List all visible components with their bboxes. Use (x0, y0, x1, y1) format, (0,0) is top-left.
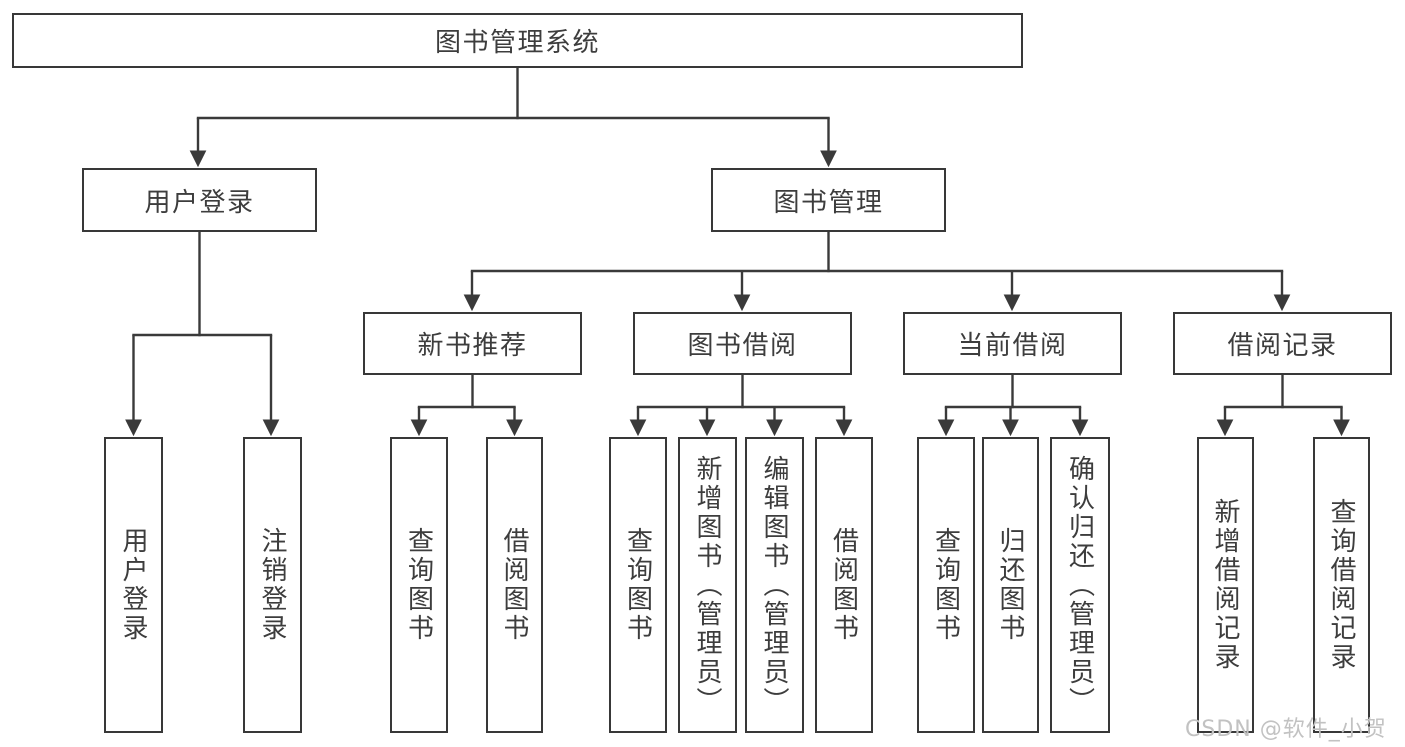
node-new-book-recommend: 新书推荐 (363, 312, 582, 375)
node-borrow-records: 借阅记录 (1173, 312, 1392, 375)
leaf-query-borrow-record: 查询借阅记录 (1313, 437, 1370, 733)
leaf-add-books-admin: 新增图书（管理员） (678, 437, 737, 733)
node-book-borrow: 图书借阅 (633, 312, 852, 375)
leaf-return-books: 归还图书 (982, 437, 1039, 733)
leaf-user-login: 用户登录 (104, 437, 163, 733)
node-book-management: 图书管理 (711, 168, 946, 232)
leaf-logout: 注销登录 (243, 437, 302, 733)
watermark: CSDN @软件_小贺同学 (1185, 717, 1387, 742)
node-root: 图书管理系统 (12, 13, 1023, 68)
leaf-edit-books-admin: 编辑图书（管理员） (745, 437, 804, 733)
node-current-borrow: 当前借阅 (903, 312, 1122, 375)
leaf-query-books-recommend: 查询图书 (390, 437, 448, 733)
leaf-borrow-books-recommend: 借阅图书 (486, 437, 543, 733)
leaf-add-borrow-record: 新增借阅记录 (1197, 437, 1254, 733)
leaf-borrow-books: 借阅图书 (815, 437, 873, 733)
leaf-confirm-return-admin: 确认归还（管理员） (1050, 437, 1110, 733)
node-user-login: 用户登录 (82, 168, 317, 232)
leaf-query-books-current: 查询图书 (917, 437, 975, 733)
leaf-query-books-borrow: 查询图书 (609, 437, 667, 733)
